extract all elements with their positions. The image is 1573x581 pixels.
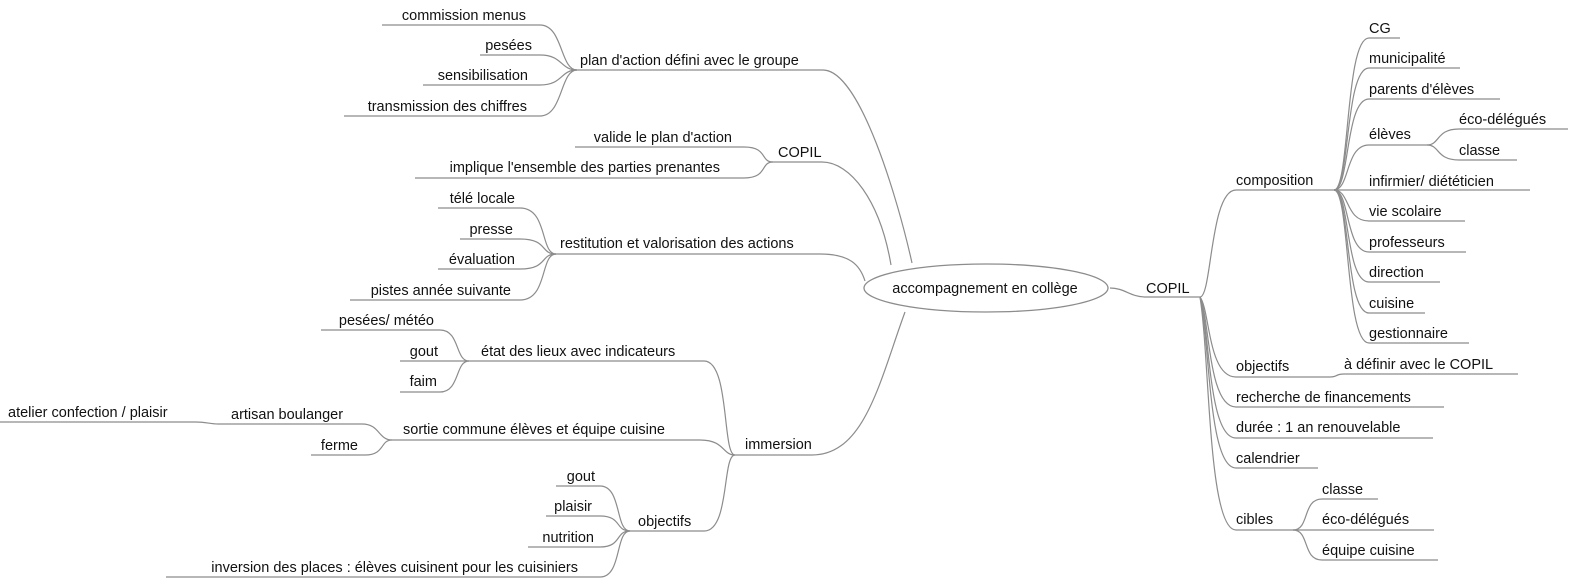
- node-cibles-eco-delegues[interactable]: éco-délégués: [1322, 512, 1409, 528]
- connector-lines: [0, 24, 1568, 578]
- connector-line: [577, 69, 913, 264]
- connector-line: [1426, 128, 1568, 146]
- node-objectifs-left[interactable]: objectifs: [638, 514, 691, 530]
- node-calendrier[interactable]: calendrier: [1236, 451, 1300, 467]
- connector-line: [344, 69, 578, 117]
- node-parents-eleves[interactable]: parents d'élèves: [1369, 82, 1474, 98]
- node-cibles-classe[interactable]: classe: [1322, 482, 1363, 498]
- node-municipalite[interactable]: municipalité: [1369, 51, 1446, 67]
- connector-line: [0, 421, 219, 425]
- node-cuisine[interactable]: cuisine: [1369, 296, 1414, 312]
- node-faim[interactable]: faim: [410, 374, 437, 390]
- node-cg[interactable]: CG: [1369, 21, 1391, 37]
- central-node[interactable]: accompagnement en collège: [892, 281, 1077, 297]
- connector-line: [556, 253, 866, 282]
- connector-line: [1333, 189, 1465, 222]
- connector-line: [423, 69, 578, 86]
- connector-line: [1199, 189, 1334, 298]
- node-artisan-boulanger[interactable]: artisan boulanger: [231, 407, 343, 423]
- node-pistes-annee[interactable]: pistes année suivante: [371, 283, 511, 299]
- connector-line: [166, 530, 631, 578]
- node-classe[interactable]: classe: [1459, 143, 1500, 159]
- connector-line: [218, 423, 393, 441]
- node-copil-right[interactable]: COPIL: [1146, 281, 1190, 297]
- node-pesees[interactable]: pesées: [485, 38, 532, 54]
- connector-line: [1109, 287, 1200, 298]
- connector-line: [1199, 296, 1293, 531]
- central-node-outline: [863, 263, 1109, 313]
- connector-line: [556, 485, 631, 532]
- connector-line: [438, 207, 557, 255]
- node-sortie-commune[interactable]: sortie commune élèves et équipe cuisine: [403, 422, 665, 438]
- node-sensibilisation[interactable]: sensibilisation: [438, 68, 528, 84]
- node-pesees-meteo[interactable]: pesées/ météo: [339, 313, 434, 329]
- connector-line: [469, 360, 736, 456]
- connector-line: [311, 439, 393, 456]
- node-direction[interactable]: direction: [1369, 265, 1424, 281]
- node-evaluation[interactable]: évaluation: [449, 252, 515, 268]
- node-objectifs-right[interactable]: objectifs: [1236, 359, 1289, 375]
- connector-line: [1292, 529, 1438, 561]
- connector-line: [460, 238, 557, 255]
- node-atelier-confection[interactable]: atelier confection / plaisir: [8, 405, 168, 421]
- node-immersion[interactable]: immersion: [745, 437, 812, 453]
- connector-line: [630, 454, 736, 532]
- connector-line: [575, 146, 774, 163]
- connector-line: [480, 54, 578, 71]
- node-vie-scolaire[interactable]: vie scolaire: [1369, 204, 1442, 220]
- connector-line: [1199, 296, 1330, 378]
- node-commission-menus[interactable]: commission menus: [402, 8, 526, 24]
- node-copil-left[interactable]: COPIL: [778, 145, 822, 161]
- node-presse[interactable]: presse: [469, 222, 513, 238]
- node-composition[interactable]: composition: [1236, 173, 1313, 189]
- node-restitution[interactable]: restitution et valorisation des actions: [560, 236, 794, 252]
- connector-line: [1333, 98, 1500, 191]
- connector-line: [438, 253, 557, 270]
- node-gestionnaire[interactable]: gestionnaire: [1369, 326, 1448, 342]
- connector-line: [1329, 373, 1518, 378]
- node-eleves[interactable]: élèves: [1369, 127, 1411, 143]
- node-etat-des-lieux[interactable]: état des lieux avec indicateurs: [481, 344, 675, 360]
- node-a-definir[interactable]: à définir avec le COPIL: [1344, 357, 1493, 373]
- node-plan-action[interactable]: plan d'action défini avec le groupe: [580, 53, 799, 69]
- connector-line: [1199, 296, 1318, 469]
- node-inversion-places[interactable]: inversion des places : élèves cuisinent …: [211, 560, 578, 576]
- node-ferme[interactable]: ferme: [321, 438, 358, 454]
- connector-line: [392, 439, 736, 456]
- connector-line: [1333, 67, 1460, 191]
- connector-line: [415, 161, 774, 179]
- connector-line: [382, 24, 578, 71]
- node-gout-etat[interactable]: gout: [410, 344, 438, 360]
- node-duree[interactable]: durée : 1 an renouvelable: [1236, 420, 1400, 436]
- connector-line: [1199, 296, 1433, 439]
- node-infirmier-dieteticien[interactable]: infirmier/ diététicien: [1369, 174, 1494, 190]
- connector-line: [1426, 144, 1517, 161]
- node-nutrition[interactable]: nutrition: [542, 530, 594, 546]
- node-implique-parties[interactable]: implique l'ensemble des parties prenante…: [450, 160, 720, 176]
- connector-line: [1333, 37, 1400, 191]
- node-eco-delegues[interactable]: éco-délégués: [1459, 112, 1546, 128]
- connector-line: [350, 253, 557, 301]
- connector-line: [1199, 296, 1444, 408]
- connector-line: [321, 329, 470, 362]
- node-professeurs[interactable]: professeurs: [1369, 235, 1445, 251]
- node-transmission-chiffres[interactable]: transmission des chiffres: [368, 99, 527, 115]
- connector-line: [773, 161, 892, 266]
- node-gout-objectifs[interactable]: gout: [567, 469, 595, 485]
- connector-line: [400, 360, 470, 393]
- connector-line: [1292, 498, 1378, 531]
- connector-line: [528, 530, 631, 548]
- connector-line: [1333, 144, 1427, 191]
- node-cibles[interactable]: cibles: [1236, 512, 1273, 528]
- node-cibles-equipe-cuisine[interactable]: équipe cuisine: [1322, 543, 1415, 559]
- connector-line: [546, 515, 631, 532]
- node-valide-plan[interactable]: valide le plan d'action: [594, 130, 732, 146]
- node-plaisir[interactable]: plaisir: [554, 499, 592, 515]
- node-tele-locale[interactable]: télé locale: [450, 191, 515, 207]
- node-recherche-financements[interactable]: recherche de financements: [1236, 390, 1411, 406]
- connector-line: [735, 311, 906, 456]
- connector-line: [1333, 189, 1469, 344]
